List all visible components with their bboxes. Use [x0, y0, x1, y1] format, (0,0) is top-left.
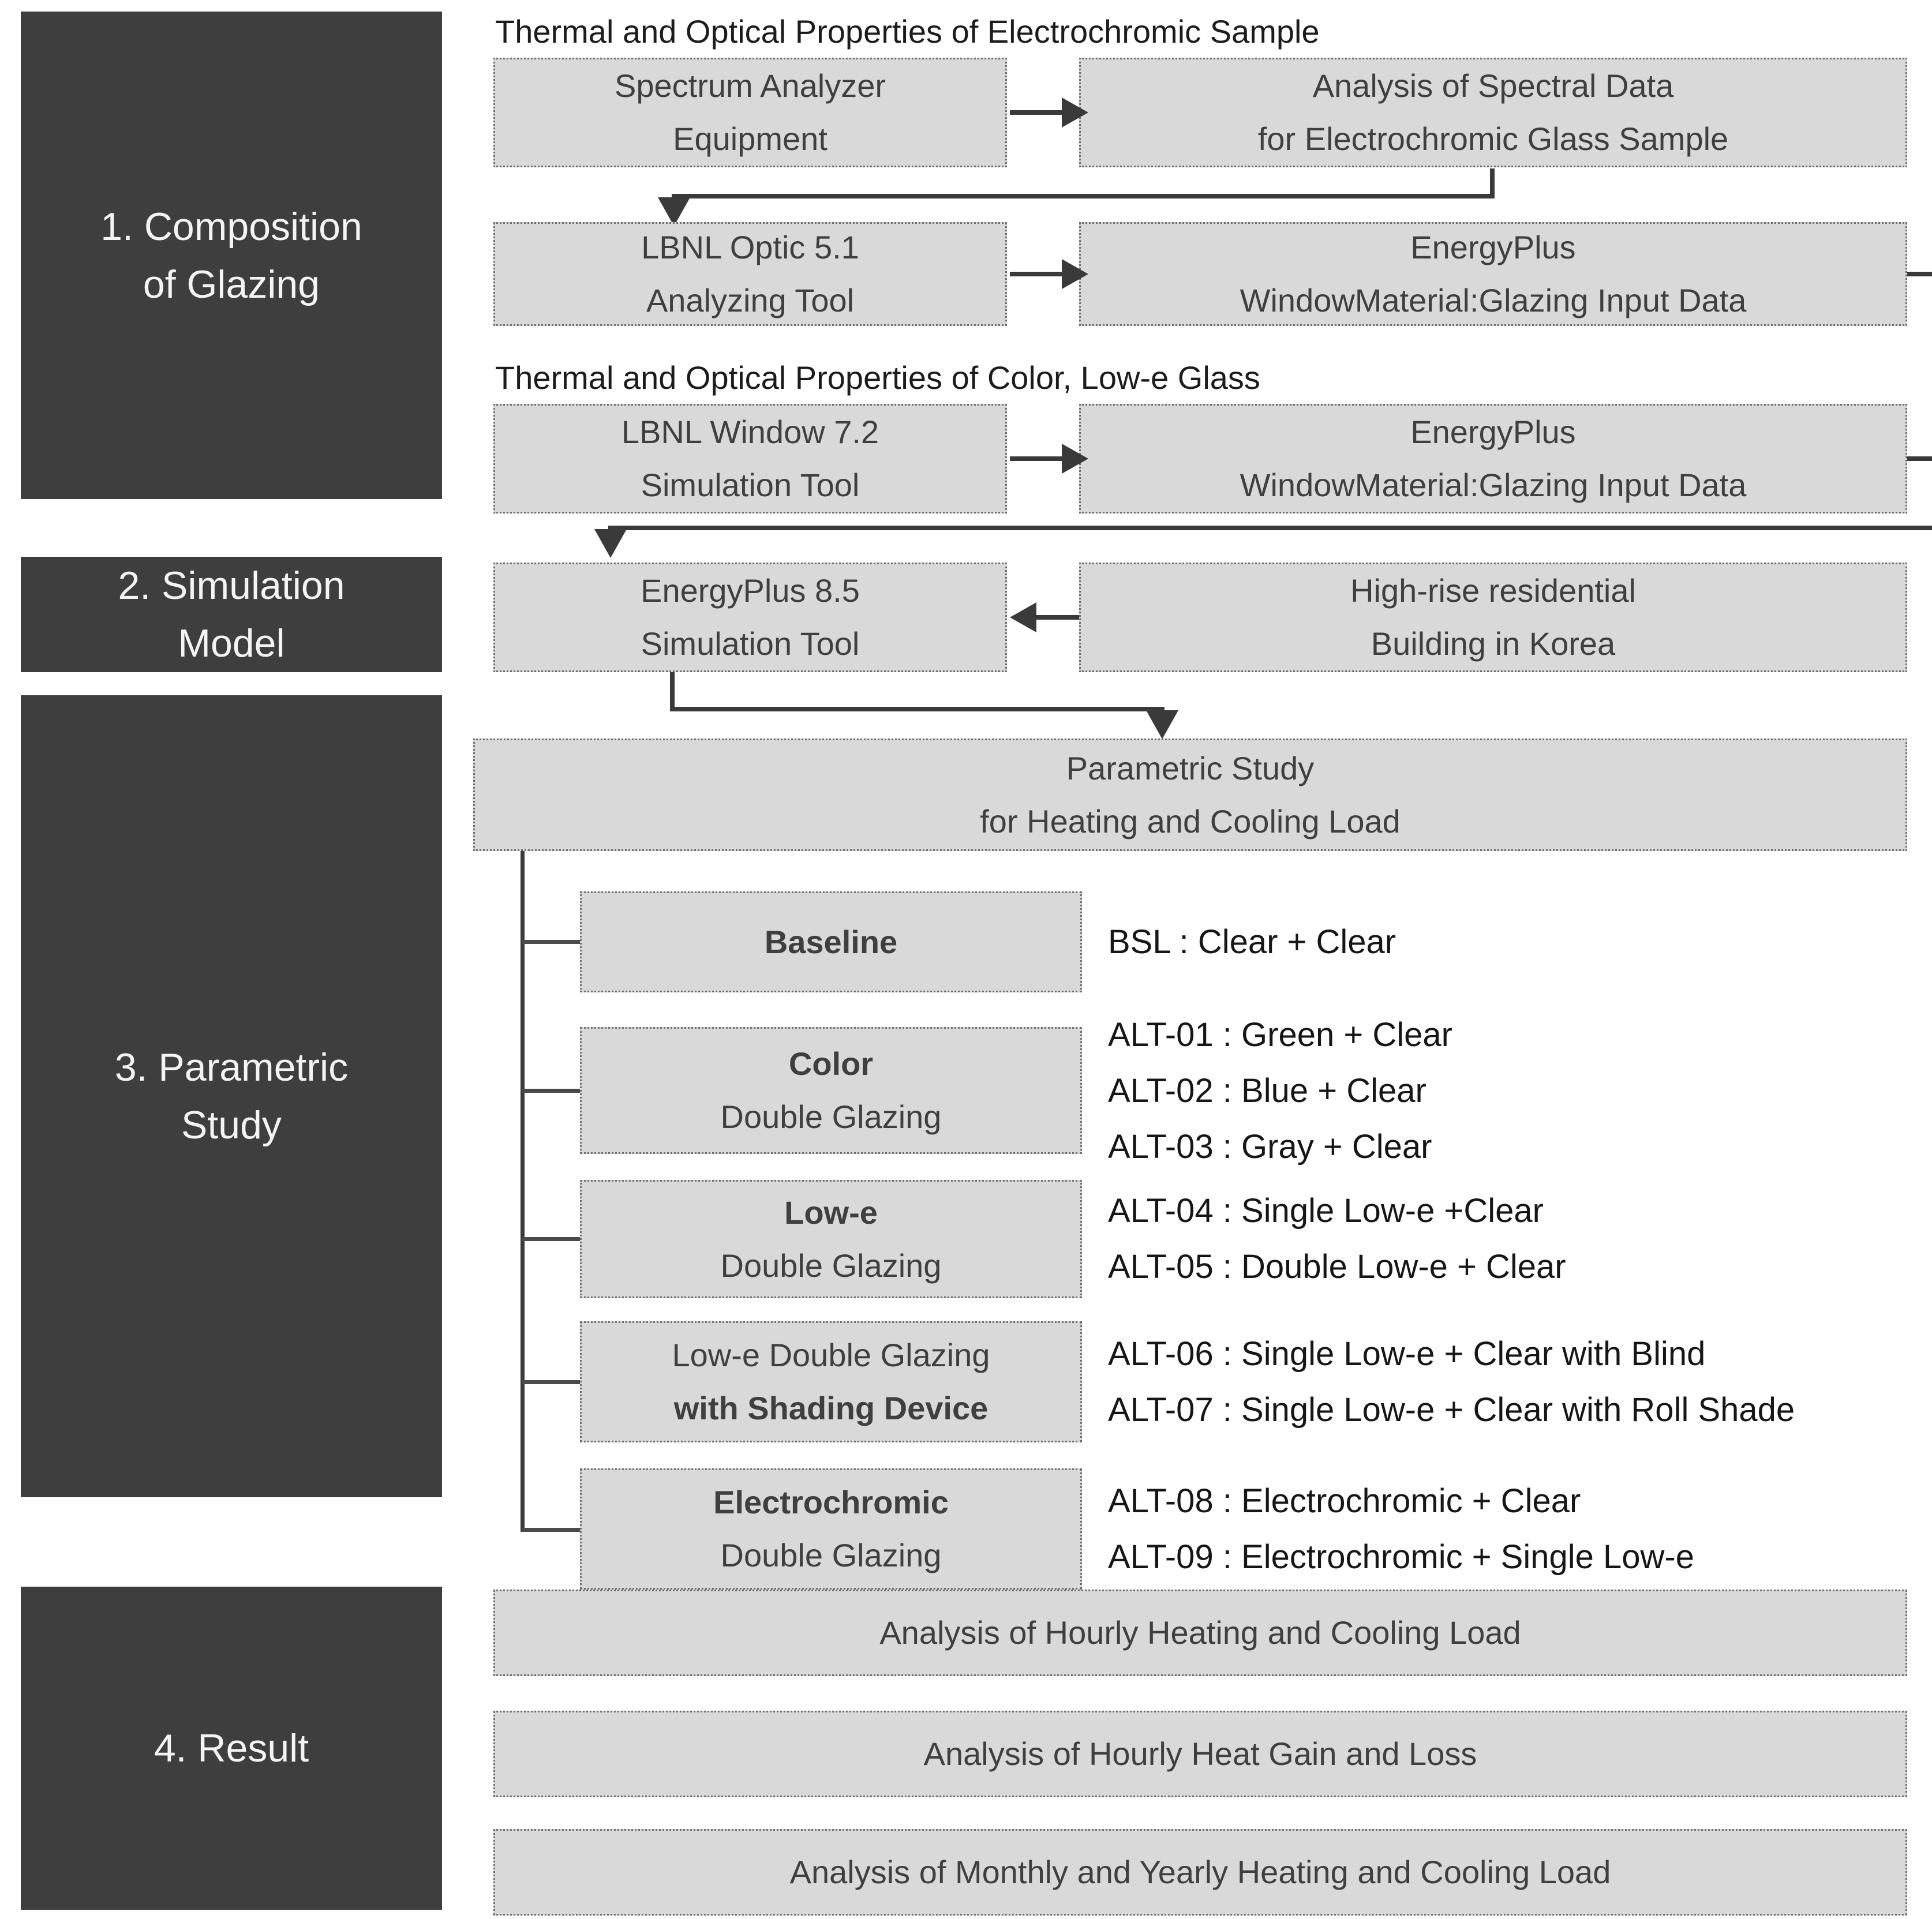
connector-line — [1010, 110, 1065, 115]
alternative-label: ALT-05 : Double Low-e + Clear — [1108, 1248, 1566, 1285]
category-title: Low-e — [784, 1194, 878, 1231]
alternative-label: ALT-02 : Blue + Clear — [1108, 1072, 1426, 1110]
connector-line — [1010, 272, 1065, 276]
flow-box-spectrum-analyzer: Spectrum Analyzer Equipment — [493, 58, 1007, 167]
arrow-down-icon — [658, 197, 690, 226]
stage-label-line: Model — [178, 621, 285, 665]
category-title: Electrochromic — [713, 1484, 949, 1520]
category-title: Color — [788, 1045, 874, 1082]
box-text-line: Equipment — [673, 121, 828, 157]
connector-line — [670, 707, 1165, 711]
flow-box-energyplus-85: EnergyPlus 8.5 Simulation Tool — [493, 563, 1007, 672]
stage-label-line: 4. Result — [153, 1726, 309, 1770]
category-box-shading-device: Low-e Double Glazing with Shading Device — [580, 1321, 1082, 1442]
flow-box-energyplus-input-1: EnergyPlus WindowMaterial:Glazing Input … — [1079, 222, 1907, 326]
category-box-electrochromic: Electrochromic Double Glazing — [580, 1468, 1082, 1590]
result-text: Analysis of Monthly and Yearly Heating a… — [789, 1854, 1611, 1890]
connector-line — [1034, 615, 1079, 620]
alternative-label: ALT-06 : Single Low-e + Clear with Blind — [1108, 1335, 1706, 1373]
result-box-hourly-load: Analysis of Hourly Heating and Cooling L… — [493, 1590, 1907, 1676]
flow-box-spectral-data-analysis: Analysis of Spectral Data for Electrochr… — [1079, 58, 1907, 167]
arrow-right-icon — [1062, 444, 1088, 474]
stage-box-result: 4. Result — [21, 1587, 442, 1910]
connector-stub-right — [1907, 456, 1932, 461]
result-text: Analysis of Hourly Heating and Cooling L… — [879, 1614, 1521, 1651]
category-box-color: Color Double Glazing — [580, 1027, 1082, 1154]
alternative-label: ALT-07 : Single Low-e + Clear with Roll … — [1108, 1391, 1795, 1429]
connector-line — [670, 672, 675, 709]
alternative-list-lowe: ALT-04 : Single Low-e +Clear ALT-05 : Do… — [1108, 1183, 1566, 1295]
category-subtitle: Double Glazing — [720, 1537, 942, 1573]
box-text-line: Analysis of Spectral Data — [1312, 68, 1674, 104]
arrow-down-icon — [594, 529, 627, 558]
stage-box-composition: 1. Composition of Glazing — [21, 12, 442, 499]
tree-stub-line — [522, 1089, 580, 1093]
box-text-line: WindowMaterial:Glazing Input Data — [1240, 467, 1747, 503]
result-text: Analysis of Hourly Heat Gain and Loss — [923, 1736, 1477, 1772]
box-text-line: Analyzing Tool — [646, 282, 855, 318]
tree-stub-line — [522, 1237, 580, 1241]
category-title: Low-e Double Glazing — [672, 1337, 990, 1373]
alternative-label: ALT-09 : Electrochromic + Single Low-e — [1108, 1538, 1694, 1576]
connector-line — [1490, 168, 1495, 196]
box-text-line: EnergyPlus — [1410, 414, 1576, 450]
box-text-line: LBNL Window 7.2 — [621, 414, 879, 450]
category-box-lowe: Low-e Double Glazing — [580, 1180, 1082, 1298]
alternative-list-shading: ALT-06 : Single Low-e + Clear with Blind… — [1108, 1326, 1795, 1438]
caption-electrochromic-sample: Thermal and Optical Properties of Electr… — [495, 13, 1320, 50]
tree-stub-line — [522, 1380, 580, 1384]
alternative-label: ALT-04 : Single Low-e +Clear — [1108, 1192, 1544, 1230]
stage-label-line: 2. Simulation — [118, 564, 345, 608]
category-title: Baseline — [764, 923, 898, 960]
alternative-label: ALT-08 : Electrochromic + Clear — [1108, 1482, 1581, 1520]
alternative-list-baseline: BSL : Clear + Clear — [1108, 914, 1396, 970]
caption-color-lowe-glass: Thermal and Optical Properties of Color,… — [495, 359, 1260, 396]
flow-box-parametric-study: Parametric Study for Heating and Cooling… — [473, 739, 1907, 851]
result-box-heat-gain-loss: Analysis of Hourly Heat Gain and Loss — [493, 1711, 1907, 1797]
alternative-label: ALT-01 : Green + Clear — [1108, 1016, 1452, 1054]
box-text-line: for Electrochromic Glass Sample — [1257, 121, 1729, 157]
box-text-line: Building in Korea — [1371, 625, 1616, 662]
arrow-right-icon — [1062, 259, 1088, 289]
stage-box-simulation-model: 2. Simulation Model — [21, 557, 442, 672]
arrow-down-icon — [1146, 710, 1178, 739]
box-text-line: Spectrum Analyzer — [615, 68, 886, 104]
flow-box-highrise-building: High-rise residential Building in Korea — [1079, 563, 1907, 672]
box-text-line: WindowMaterial:Glazing Input Data — [1240, 282, 1747, 318]
connector-stub-right — [1907, 272, 1932, 276]
flow-box-energyplus-input-2: EnergyPlus WindowMaterial:Glazing Input … — [1079, 404, 1907, 514]
stage-label-line: Study — [181, 1103, 282, 1147]
connector-line — [1010, 456, 1065, 461]
result-box-monthly-yearly-load: Analysis of Monthly and Yearly Heating a… — [493, 1829, 1907, 1916]
category-subtitle: Double Glazing — [720, 1099, 942, 1135]
tree-stub-line — [522, 940, 580, 944]
box-text-line: High-rise residential — [1350, 572, 1636, 609]
connector-line — [672, 194, 1495, 198]
arrow-right-icon — [1062, 98, 1088, 128]
stage-label-line: 3. Parametric — [114, 1045, 349, 1089]
category-subtitle: with Shading Device — [673, 1390, 989, 1426]
category-subtitle: Double Glazing — [720, 1247, 942, 1284]
alternative-list-color: ALT-01 : Green + Clear ALT-02 : Blue + C… — [1108, 1007, 1452, 1175]
box-text-line: for Heating and Cooling Load — [980, 803, 1401, 839]
arrow-left-icon — [1010, 602, 1036, 632]
tree-stub-line — [522, 1528, 580, 1532]
box-text-line: Simulation Tool — [641, 467, 860, 503]
category-box-baseline: Baseline — [580, 891, 1082, 992]
box-text-line: EnergyPlus — [1410, 229, 1576, 265]
tree-trunk-line — [521, 851, 525, 1532]
alternative-label: BSL : Clear + Clear — [1108, 923, 1396, 961]
alternative-label: ALT-03 : Gray + Clear — [1108, 1128, 1432, 1165]
box-text-line: EnergyPlus 8.5 — [641, 572, 860, 609]
flow-box-lbnl-window: LBNL Window 7.2 Simulation Tool — [493, 404, 1007, 514]
stage-label-line: 1. Composition — [100, 204, 362, 249]
connector-line — [608, 526, 1932, 530]
box-text-line: Parametric Study — [1066, 749, 1315, 786]
alternative-list-electrochromic: ALT-08 : Electrochromic + Clear ALT-09 :… — [1108, 1473, 1694, 1585]
box-text-line: LBNL Optic 5.1 — [641, 229, 859, 265]
stage-box-parametric-study: 3. Parametric Study — [21, 695, 442, 1497]
stage-label-line: of Glazing — [143, 262, 320, 306]
flow-box-lbnl-optic: LBNL Optic 5.1 Analyzing Tool — [493, 222, 1007, 326]
box-text-line: Simulation Tool — [641, 625, 860, 662]
